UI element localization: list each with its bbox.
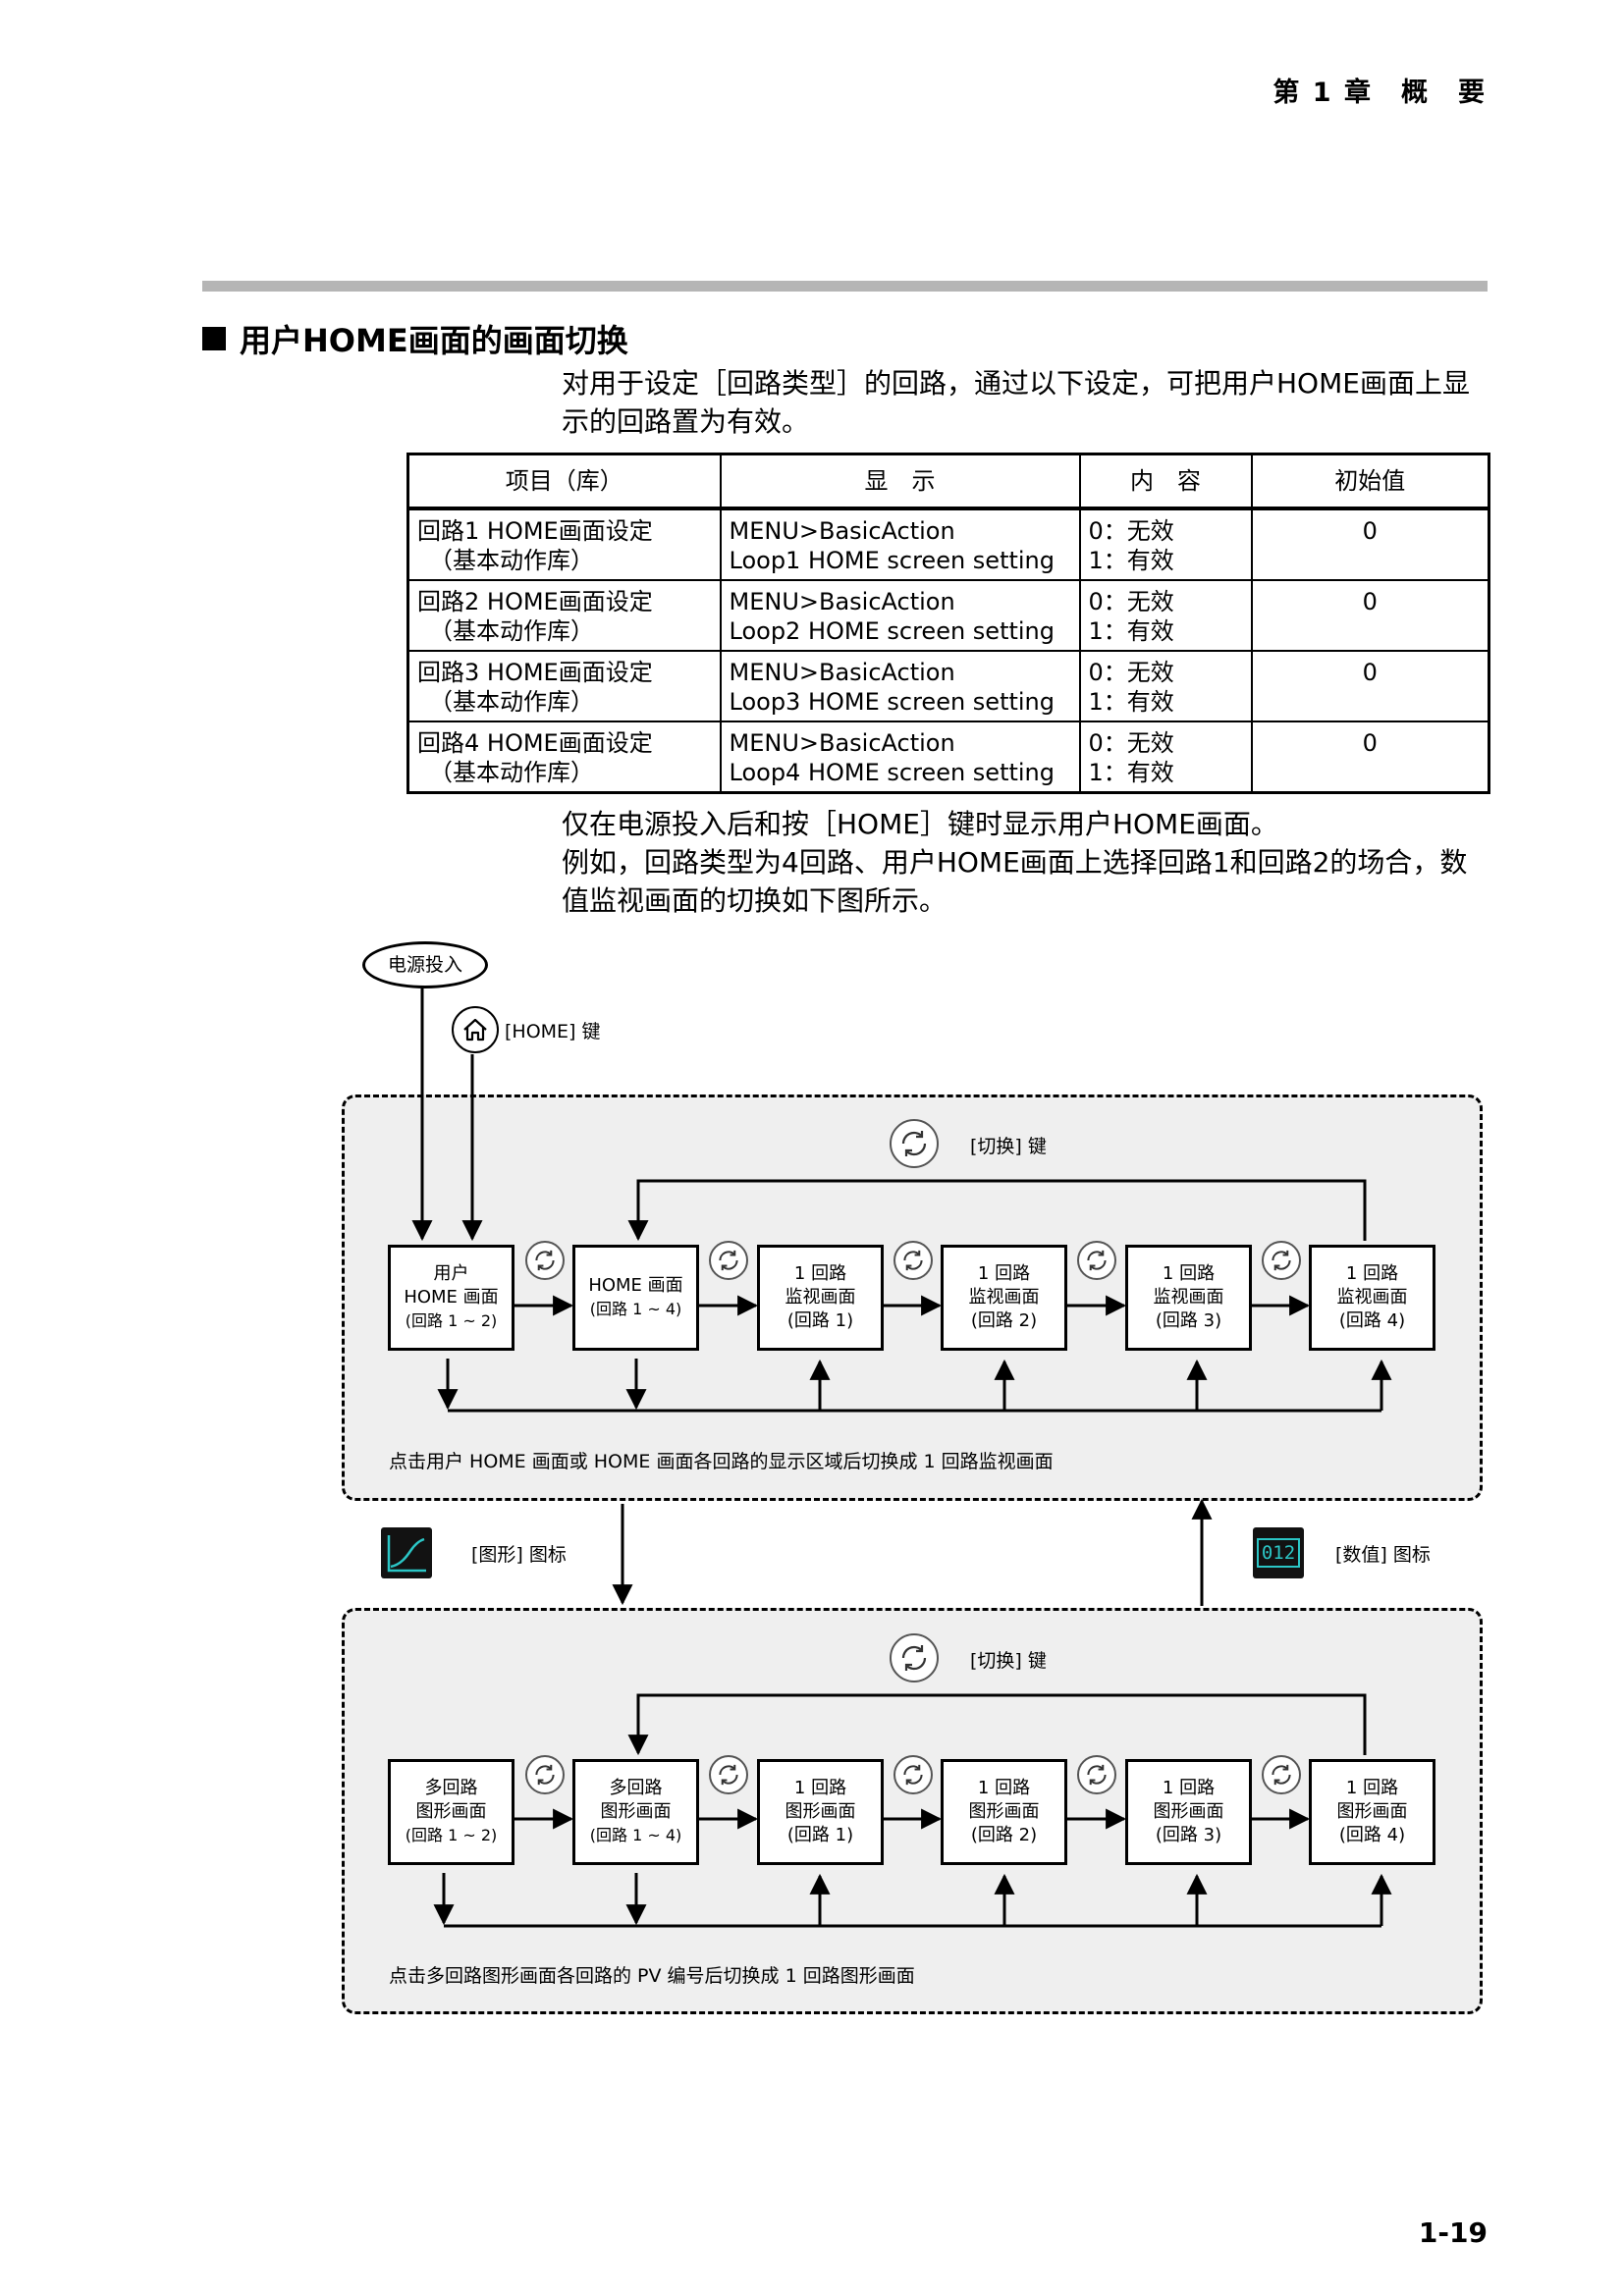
intro-line: 对用于设定［回路类型］的回路，通过以下设定，可把用户HOME画面上显 (562, 367, 1470, 400)
switch-key-icon (890, 1119, 939, 1168)
page-number: 1-19 (1418, 2216, 1488, 2249)
switch-key-icon (709, 1755, 748, 1794)
loop4-graph-box: 1 回路图形画面(回路 4) (1309, 1759, 1435, 1865)
square-bullet-icon (202, 327, 226, 350)
column-header-initial: 初始值 (1250, 453, 1490, 510)
section-title: 用户HOME画面的画面切换 (202, 316, 628, 361)
switch-key-label: [切换] 键 (970, 1136, 1047, 1157)
explanation-line: 值监视画面的切换如下图所示。 (562, 884, 947, 917)
graph-icon (381, 1527, 432, 1578)
switch-key-icon (525, 1755, 565, 1794)
switch-key-icon (893, 1755, 933, 1794)
multi-loop-graph-box: 多回路图形画面(回路 1 ~ 4) (572, 1759, 699, 1865)
table-header-row: 项目（库） 显 示 内 容 初始值 (406, 453, 1490, 510)
explanation-paragraph: 仅在电源投入后和按［HOME］键时显示用户HOME画面。 例如，回路类型为4回路… (562, 805, 1489, 920)
chapter-header: 第 1 章 概 要 (1272, 78, 1487, 108)
switch-key-icon (525, 1241, 565, 1280)
item-cell: 回路3 HOME画面设定（基本动作库） (406, 650, 722, 722)
numeric-icon: 012 (1253, 1527, 1304, 1578)
loop3-monitor-box: 1 回路监视画面(回路 3) (1125, 1245, 1252, 1351)
numeric-icon-label: [数值] 图标 (1335, 1544, 1431, 1566)
home-screen-box: HOME 画面(回路 1 ~ 4) (572, 1245, 699, 1351)
switch-key-icon (709, 1241, 748, 1280)
switch-key-icon (893, 1241, 933, 1280)
home-key-label: [HOME] 键 (505, 1021, 601, 1042)
switch-key-icon (1077, 1755, 1116, 1794)
loop1-monitor-box: 1 回路监视画面(回路 1) (757, 1245, 884, 1351)
initial-cell: 0 (1250, 579, 1490, 652)
switch-key-icon (1077, 1241, 1116, 1280)
column-header-item: 项目（库） (406, 453, 722, 510)
column-header-content: 内 容 (1078, 453, 1253, 510)
initial-cell: 0 (1250, 507, 1490, 581)
item-cell: 回路4 HOME画面设定（基本动作库） (406, 721, 722, 794)
section-divider (202, 281, 1488, 292)
settings-table: 项目（库） 显 示 内 容 初始值 回路1 HOME画面设定（基本动作库） ME… (406, 453, 1490, 794)
loop2-monitor-box: 1 回路监视画面(回路 2) (941, 1245, 1067, 1351)
loop2-graph-box: 1 回路图形画面(回路 2) (941, 1759, 1067, 1865)
item-cell: 回路2 HOME画面设定（基本动作库） (406, 579, 722, 652)
numeric-icon-text: 012 (1256, 1538, 1301, 1568)
section-title-text: 用户HOME画面的画面切换 (240, 322, 628, 359)
home-key-icon (452, 1006, 499, 1053)
graph-panel-note: 点击多回路图形画面各回路的 PV 编号后切换成 1 回路图形画面 (389, 1965, 915, 1987)
graph-icon-label: [图形] 图标 (471, 1544, 567, 1566)
switch-key-icon (890, 1633, 939, 1682)
loop3-graph-box: 1 回路图形画面(回路 3) (1125, 1759, 1252, 1865)
switch-key-icon (1262, 1241, 1301, 1280)
power-on-label: 电源投入 (362, 941, 488, 988)
loop1-graph-box: 1 回路图形画面(回路 1) (757, 1759, 884, 1865)
switch-key-label: [切换] 键 (970, 1650, 1047, 1672)
initial-cell: 0 (1250, 650, 1490, 722)
intro-line: 示的回路置为有效。 (562, 405, 810, 438)
column-header-display: 显 示 (719, 453, 1081, 510)
explanation-line: 例如，回路类型为4回路、用户HOME画面上选择回路1和回路2的场合，数 (562, 846, 1468, 879)
item-cell: 回路1 HOME画面设定（基本动作库） (406, 507, 722, 581)
monitor-panel-note: 点击用户 HOME 画面或 HOME 画面各回路的显示区域后切换成 1 回路监视… (389, 1451, 1054, 1472)
switch-key-icon (1262, 1755, 1301, 1794)
initial-cell: 0 (1250, 721, 1490, 794)
intro-paragraph: 对用于设定［回路类型］的回路，通过以下设定，可把用户HOME画面上显 示的回路置… (562, 364, 1489, 441)
explanation-line: 仅在电源投入后和按［HOME］键时显示用户HOME画面。 (562, 808, 1278, 840)
multi-loop-graph-box: 多回路图形画面(回路 1 ~ 2) (388, 1759, 514, 1865)
loop4-monitor-box: 1 回路监视画面(回路 4) (1309, 1245, 1435, 1351)
